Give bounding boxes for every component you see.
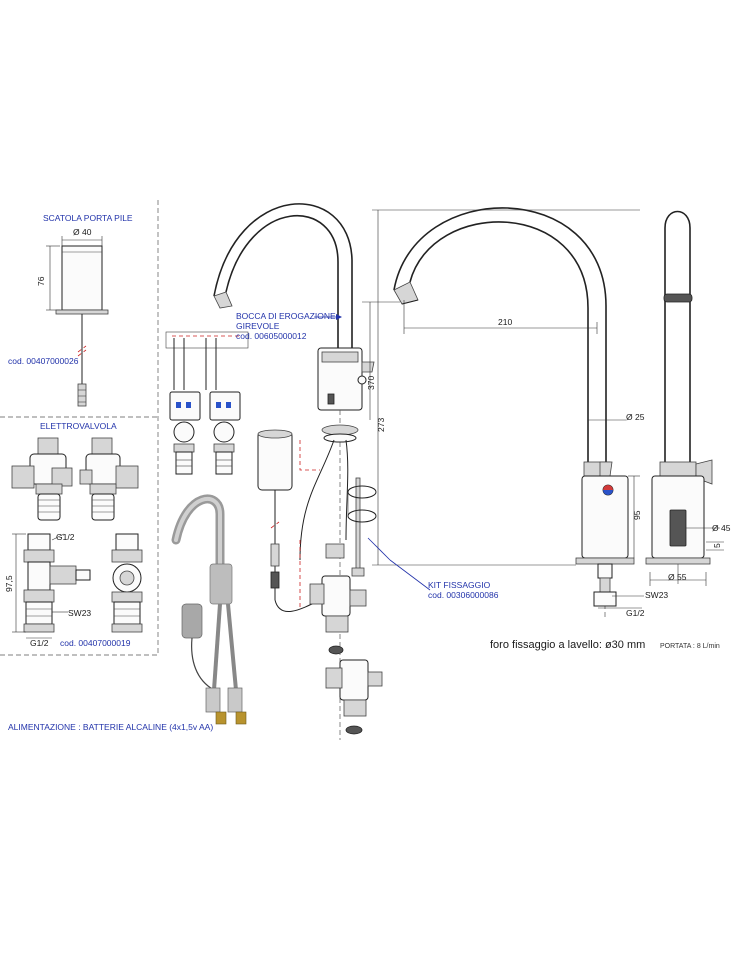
flow-note: PORTATA : 8 L/min [660,643,720,650]
spout-code: cod. 00605000012 [236,331,307,341]
solenoid-thread-top: G1/2 [56,532,75,542]
battery-box-height: 76 [36,276,46,286]
solenoid-height: 97,5 [4,575,14,592]
battery-box-shape [61,245,103,311]
exploded-view [213,203,383,740]
dim-sensor-offset: 5 [712,543,722,548]
solenoid-code: cod. 00407000019 [60,638,131,648]
spout-title-line2: GIREVOLE [236,321,280,331]
solenoid-wrench: SW23 [68,608,91,618]
solenoid-title: ELETTROVALVOLA [40,421,117,431]
front-elevation: Ø 45 5 Ø 55 [645,210,731,586]
battery-box-panel: SCATOLA PORTA PILE Ø 40 76 cod. 00407000… [8,213,133,407]
panel-dividers [0,200,159,656]
connection-detail [165,331,249,475]
battery-box-diameter: Ø 40 [73,227,92,237]
spout-title-line1: BOCCA DI EROGAZIONE [236,311,336,321]
aerator [663,293,693,303]
dim-base-dia: Ø 55 [668,572,687,582]
fixing-kit-title: KIT FISSAGGIO [428,580,491,590]
dim-pipe-dia: Ø 25 [626,412,645,422]
dim-nut-thread: G1/2 [626,608,645,618]
dim-body-height: 95 [632,510,642,520]
solenoid-front-view [111,533,143,633]
dim-body-dia: Ø 45 [712,523,731,533]
solenoid-iso-right [79,437,139,521]
dim-total-height: 273 [376,418,386,432]
dim-upper-height: 370 [366,376,376,390]
solenoid-iso-left [11,437,73,521]
battery-box-title: SCATOLA PORTA PILE [43,213,133,223]
side-elevation: 273 370 210 Ø 25 95 SW23 G1/2 [362,207,668,620]
solenoid-side-view [23,533,91,633]
solenoid-thread-bottom: G1/2 [30,638,49,648]
solenoid-valve-panel: ELETTROVALVOLA [4,421,143,648]
dim-reach: 210 [498,317,512,327]
fixing-kit-label: KIT FISSAGGIO cod. 00306000086 [367,537,499,600]
dim-nut-wrench: SW23 [645,590,668,600]
rendered-assembly [171,494,247,725]
hole-note: foro fissaggio a lavello: ø30 mm [490,639,645,651]
power-note: ALIMENTAZIONE : BATTERIE ALCALINE (4x1,5… [8,722,213,732]
spout-label: BOCCA DI EROGAZIONE GIREVOLE cod. 006050… [236,311,342,341]
fixing-kit-code: cod. 00306000086 [428,590,499,600]
battery-box-code: cod. 00407000026 [8,356,79,366]
